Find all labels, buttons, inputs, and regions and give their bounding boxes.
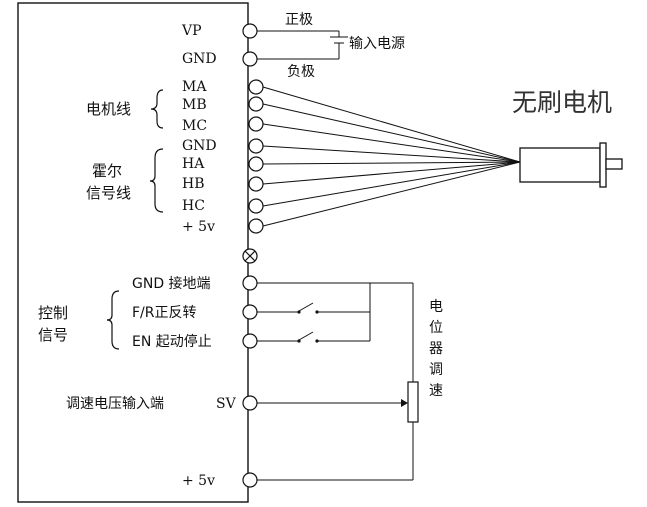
pot-label-char-2: 位 [429, 320, 443, 336]
label-plus5v-bottom: + 5v [182, 473, 215, 489]
terminal-en [242, 333, 258, 349]
terminal-mb [248, 96, 264, 112]
brace-motor-wire [150, 89, 164, 129]
terminal-hc [248, 198, 264, 214]
label-en: EN 起动停止 [132, 333, 212, 350]
pot-label-char-1: 电 [429, 299, 443, 315]
label-ha: HA [182, 156, 205, 172]
terminal-ha [248, 156, 264, 172]
label-mc: MC [182, 118, 207, 134]
potentiometer [407, 381, 419, 423]
label-speed-voltage-input: 调速电压输入端 [66, 396, 164, 412]
motor-fan-lines [262, 86, 521, 227]
label-plus5v-hall: + 5v [182, 219, 215, 235]
pot-label-char-3: 器 [429, 341, 443, 357]
brushless-motor-icon [519, 142, 623, 188]
group-label-motor-wire: 电机线 [86, 100, 131, 118]
controller-box [17, 2, 249, 503]
label-power-input: 输入电源 [349, 36, 405, 52]
pot-label-char-5: 速 [429, 383, 443, 399]
terminal-vp [242, 23, 258, 39]
terminal-hb [248, 176, 264, 192]
label-hb: HB [182, 176, 205, 192]
group-label-hall-1: 霍尔 [92, 162, 122, 180]
group-label-control-1: 控制 [38, 304, 68, 322]
power-wiring [258, 30, 348, 60]
label-positive: 正极 [285, 12, 313, 28]
label-vp: VP [181, 23, 202, 39]
label-ma: MA [182, 79, 207, 95]
terminal-mc [248, 116, 264, 132]
group-braces [106, 89, 164, 350]
label-sv: SV [216, 396, 237, 412]
switch-contacts [297, 310, 319, 343]
terminal-sv [242, 395, 258, 411]
terminal-gnd-power [242, 51, 258, 67]
potentiometer-wiper-arrow-icon [401, 399, 408, 407]
group-label-control-2: 信号 [38, 326, 68, 344]
brace-control-signal [106, 290, 120, 350]
terminal-fr [242, 304, 258, 320]
label-gnd-power: GND [182, 51, 217, 67]
motor-label: 无刷电机 [512, 88, 612, 117]
label-gnd-ground: GND 接地端 [132, 275, 211, 292]
terminal-gnd-hall [248, 138, 264, 154]
control-wiring [257, 282, 414, 481]
brace-hall-signal [149, 148, 164, 213]
label-hc: HC [182, 198, 205, 214]
group-label-hall-2: 信号线 [86, 184, 131, 202]
no-connect-terminal-icon [242, 248, 258, 264]
pot-label-char-4: 调 [429, 362, 443, 378]
label-mb: MB [182, 97, 207, 113]
label-negative: 负极 [287, 64, 315, 80]
terminal-plus5v-bottom [242, 472, 258, 488]
terminal-ma [248, 79, 264, 95]
label-gnd-hall: GND [182, 138, 217, 154]
terminal-plus5v-hall [248, 218, 264, 234]
terminal-gnd-ground [242, 275, 258, 291]
label-fr: F/R正反转 [132, 305, 197, 321]
